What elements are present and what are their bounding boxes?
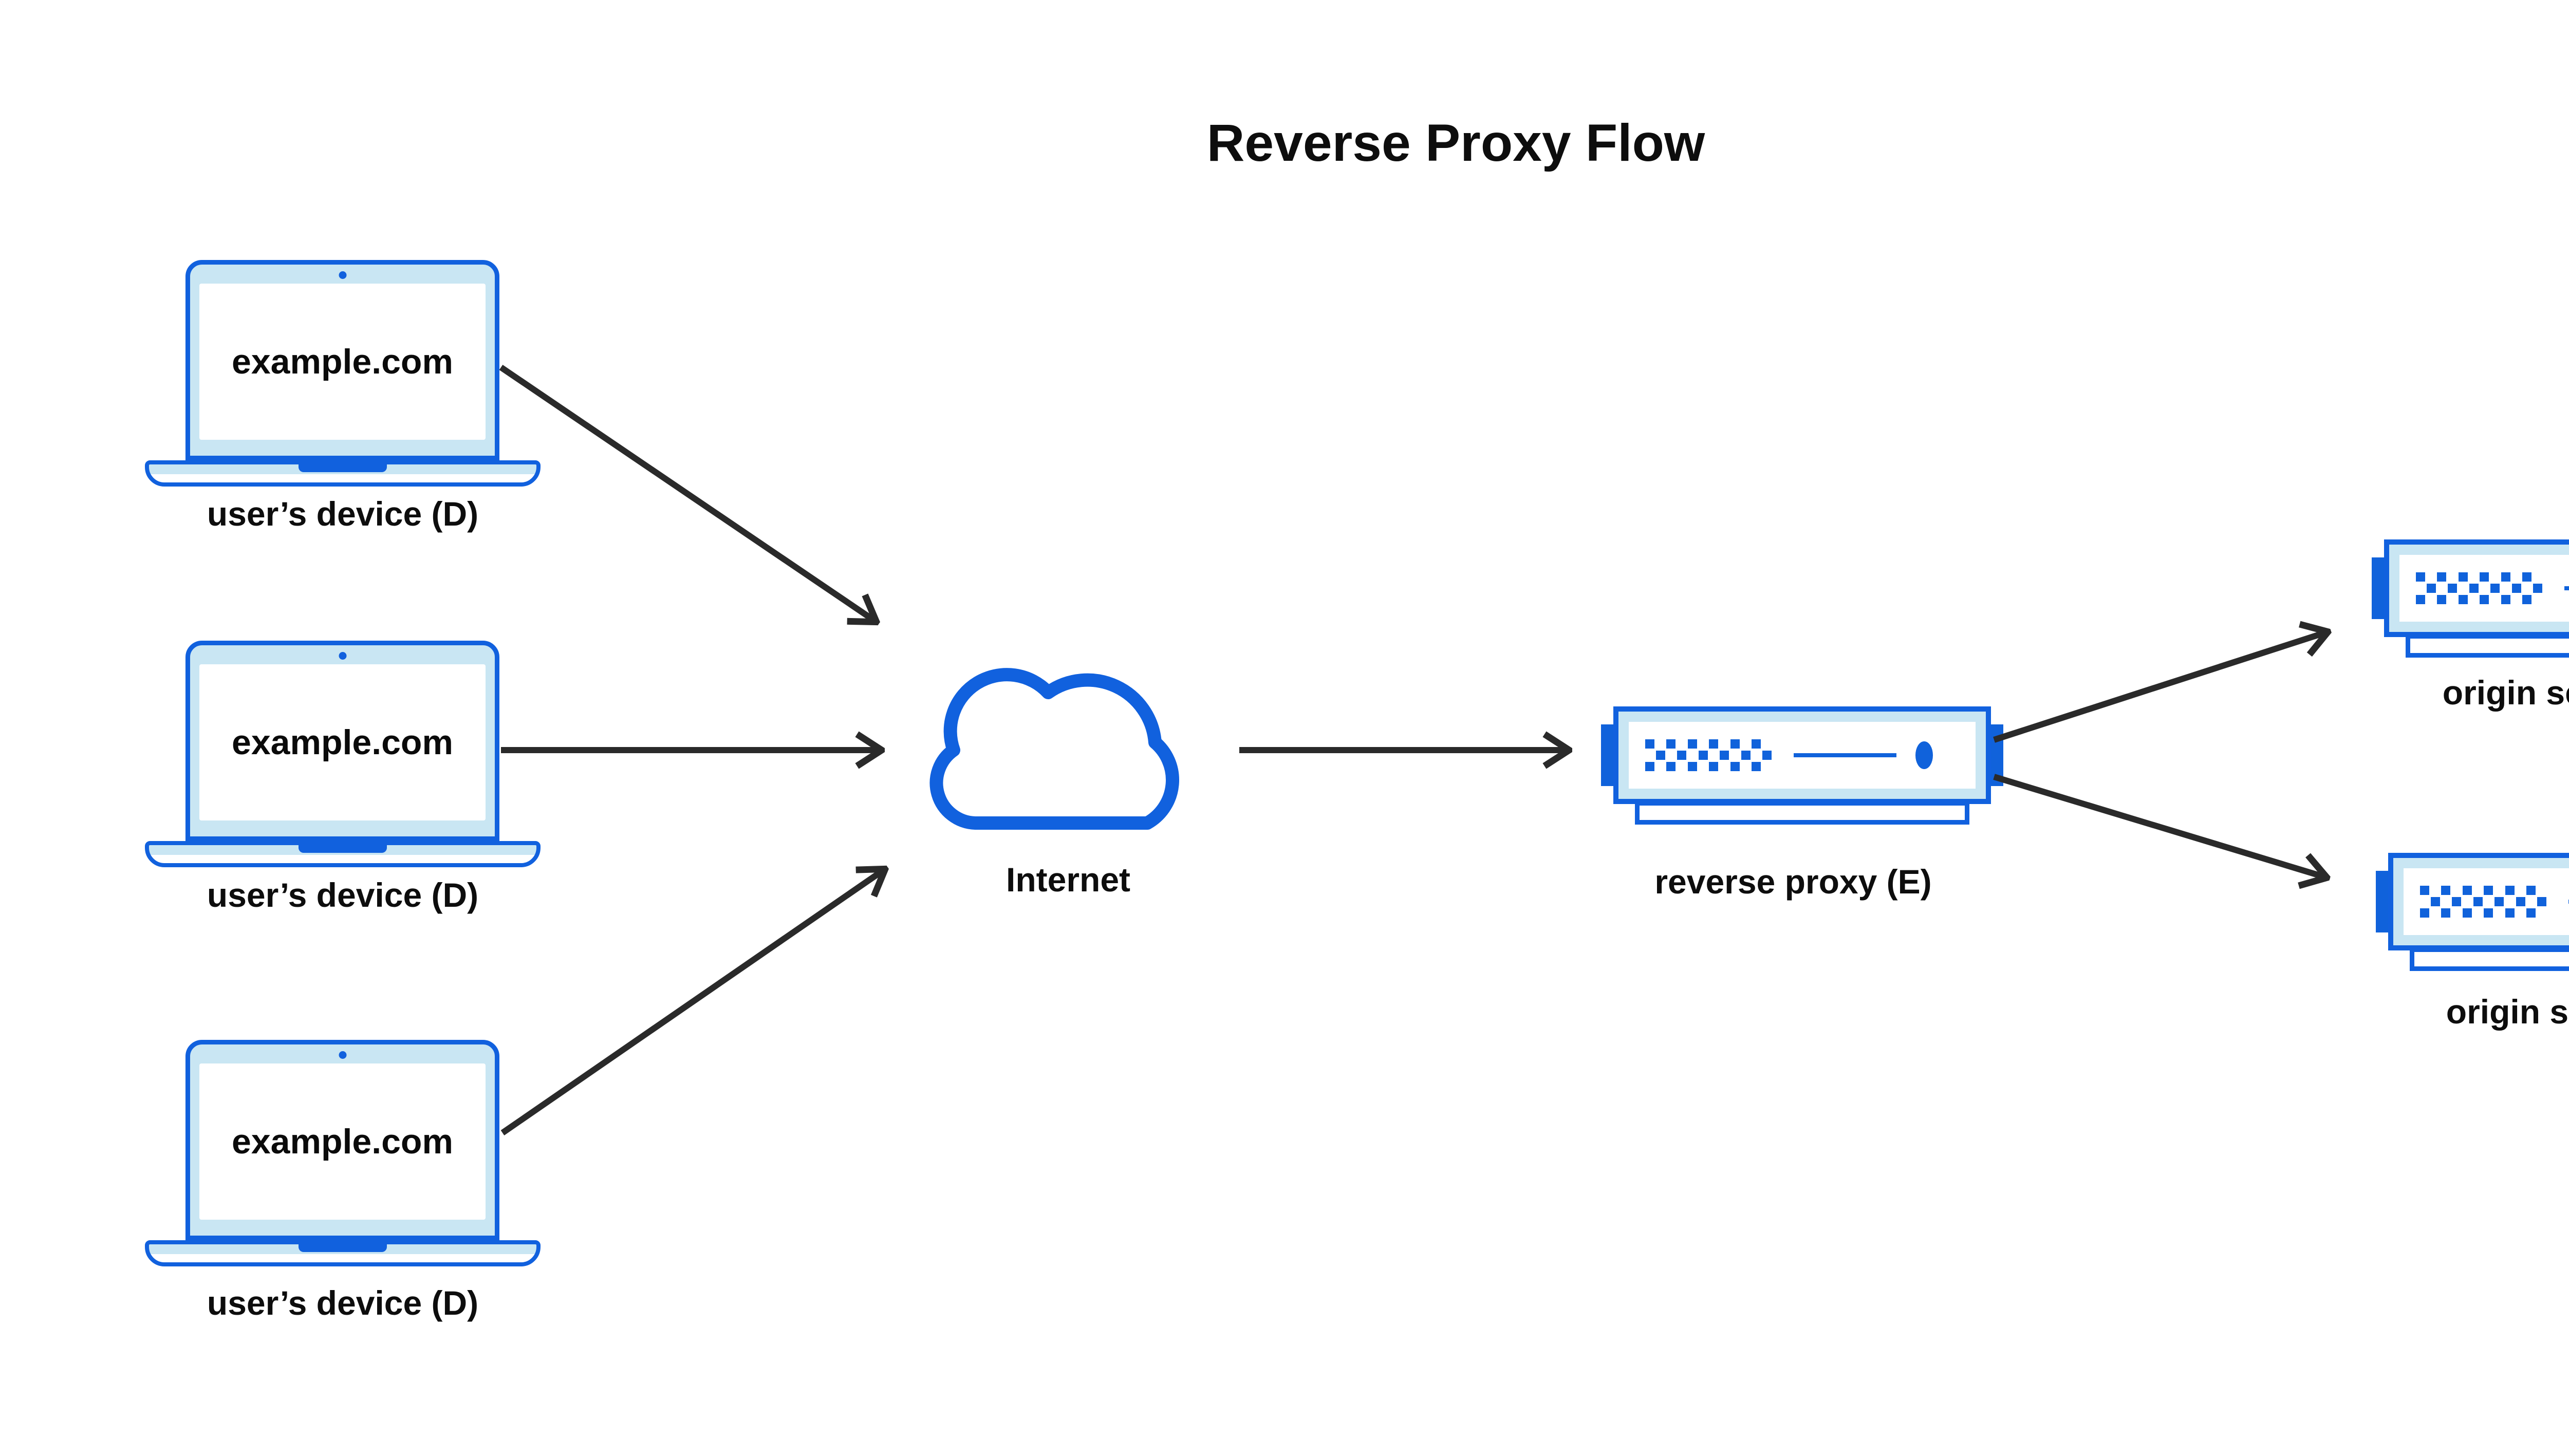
server-tray [2410, 947, 2569, 971]
diagram-title: Reverse Proxy Flow [1206, 114, 1705, 172]
laptop-base-notch [299, 845, 387, 853]
laptop-screen-content: example.com [199, 1063, 486, 1220]
laptop-device-3: example.com [145, 1040, 541, 1266]
screen-url-text: example.com [232, 1122, 453, 1161]
screen-url-text: example.com [232, 723, 453, 762]
server-faceplate [2399, 555, 2569, 622]
origin-server-label: origin server (F) [2442, 674, 2569, 712]
internet-label: Internet [1006, 861, 1131, 899]
camera-dot-icon [339, 271, 346, 279]
laptop-screen: example.com [185, 260, 499, 460]
server-face-pattern-icon [2404, 868, 2569, 935]
arrow-device3-to-internet [500, 869, 885, 1135]
server-tray [2406, 634, 2569, 658]
server-body [2388, 853, 2569, 950]
laptop-base-notch [299, 1244, 387, 1252]
camera-dot-icon [339, 652, 346, 660]
camera-dot-icon [339, 1051, 346, 1059]
server-body [2384, 539, 2569, 637]
origin-server-label: origin server (F) [2446, 993, 2569, 1031]
laptop-screen-content: example.com [199, 664, 486, 820]
device-label: user’s device (D) [207, 1284, 479, 1322]
device-label: user’s device (D) [207, 876, 479, 914]
server-faceplate [2404, 868, 2569, 935]
arrow-proxy-to-origin2 [1993, 774, 2326, 878]
origin-server-1-icon [2372, 539, 2569, 659]
internet-cloud-icon [929, 668, 1179, 830]
laptop-base [145, 841, 541, 867]
origin-server-2-icon [2376, 853, 2569, 972]
server-face-pattern-icon [2399, 555, 2569, 622]
laptop-screen: example.com [185, 1040, 499, 1240]
server-face-pattern-icon [1629, 722, 1976, 789]
server-tray [1635, 801, 1969, 825]
device-label: user’s device (D) [207, 495, 479, 533]
laptop-device-2: example.com [145, 641, 541, 867]
reverse-proxy-server-icon [1601, 706, 2003, 826]
laptop-base-notch [299, 464, 387, 472]
laptop-base [145, 1240, 541, 1266]
screen-url-text: example.com [232, 342, 453, 381]
server-faceplate [1629, 722, 1976, 789]
server-body [1613, 706, 1991, 804]
laptop-screen: example.com [185, 641, 499, 841]
laptop-base [145, 460, 541, 487]
arrow-proxy-to-origin1 [1993, 632, 2328, 743]
arrow-device1-to-internet [499, 365, 876, 622]
reverse-proxy-label: reverse proxy (E) [1654, 863, 1932, 901]
laptop-device-1: example.com [145, 260, 541, 487]
laptop-screen-content: example.com [199, 284, 486, 440]
